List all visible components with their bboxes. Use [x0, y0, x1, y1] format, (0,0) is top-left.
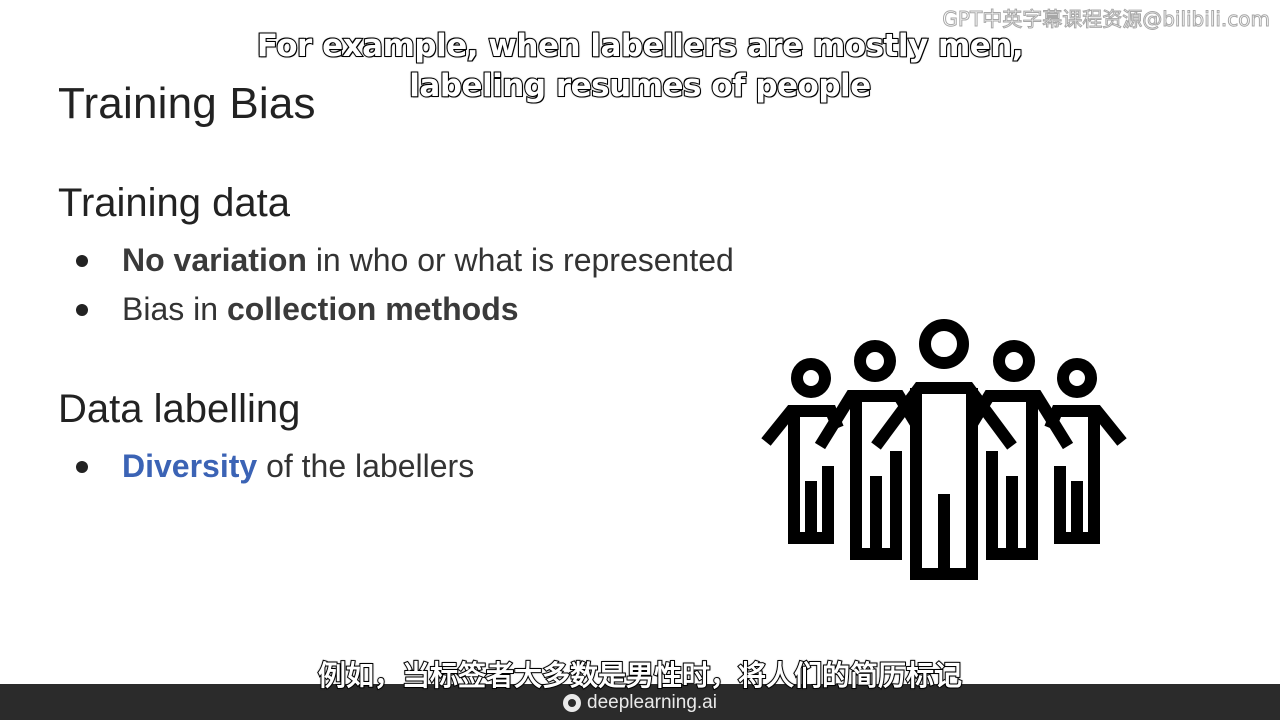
- bullet-emphasis: collection methods: [226, 291, 519, 327]
- english-subtitle: For example, when labellers are mostly m…: [256, 27, 1025, 105]
- data-labelling-bullet-list: Diversity of the labellers: [74, 442, 474, 491]
- bullet-dot-icon: [76, 461, 88, 473]
- bullet-emphasis: No variation: [122, 242, 307, 278]
- section-heading-training-data: Training data: [58, 181, 290, 225]
- footer-bar: deeplearning.ai: [0, 684, 1280, 720]
- bullet-collection-methods: Bias in collection methods: [74, 285, 734, 334]
- training-data-bullet-list: No variation in who or what is represent…: [74, 236, 734, 334]
- chinese-subtitle: 例如，当标签者大多数是男性时，将人们的简历标记: [317, 658, 963, 693]
- bullet-text: of the labellers: [257, 448, 475, 484]
- footer-brand: deeplearning.ai: [563, 692, 717, 714]
- slide-title: Training Bias: [58, 79, 316, 128]
- bullet-text: Bias in: [122, 291, 227, 327]
- bullet-dot-icon: [76, 304, 88, 316]
- section-heading-data-labelling: Data labelling: [58, 387, 301, 431]
- bullet-no-variation: No variation in who or what is represent…: [74, 236, 734, 285]
- bullet-diversity: Diversity of the labellers: [74, 442, 474, 491]
- slide: Training Bias Training data No variation…: [58, 79, 1127, 580]
- deeplearning-logo-icon: [563, 694, 582, 712]
- bullet-text: in who or what is represented: [306, 242, 734, 278]
- footer-brand-name: deeplearning.ai: [587, 692, 717, 713]
- bullet-emphasis: Diversity: [122, 448, 258, 484]
- watermark-text: GPT中英字幕课程资源@bilibili.com: [942, 7, 1271, 32]
- bullet-dot-icon: [76, 255, 88, 267]
- group-of-people-icon: [761, 319, 1127, 580]
